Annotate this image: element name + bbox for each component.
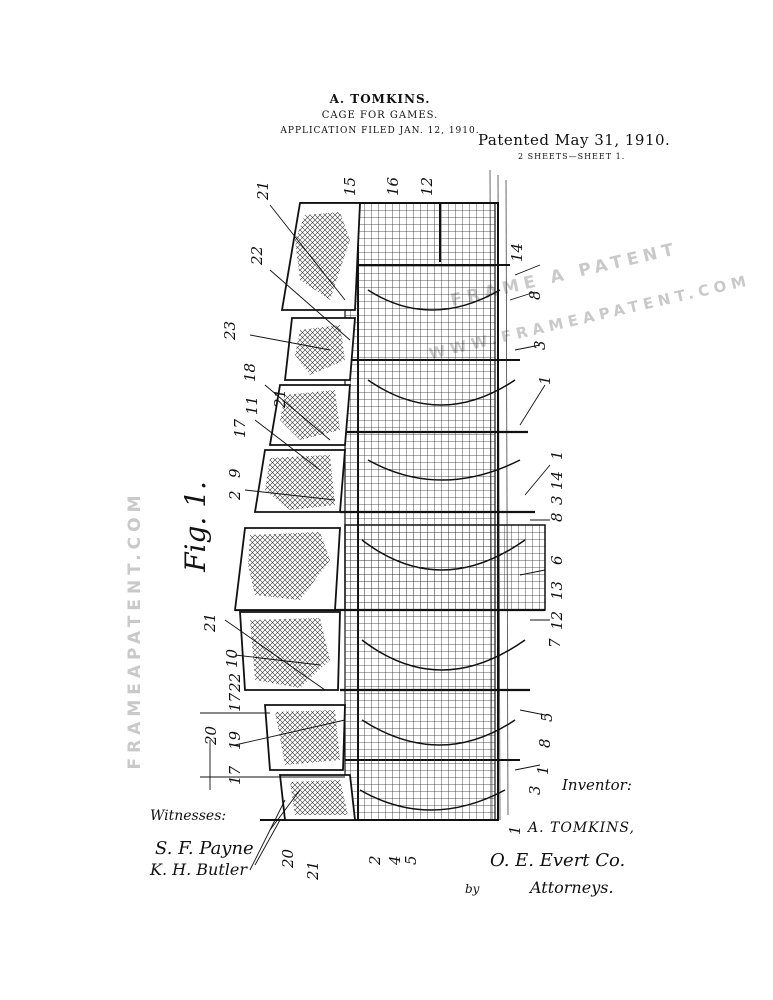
ref-numeral: 19 xyxy=(226,730,244,750)
cage-frame xyxy=(235,202,546,821)
inventor-name-heading: A. TOMKINS. xyxy=(329,92,431,106)
ref-numeral: 4 xyxy=(386,855,404,866)
ref-numeral: 12 xyxy=(548,611,566,630)
witnesses-label: Witnesses: xyxy=(150,808,227,824)
ref-numeral: 2 xyxy=(226,490,244,501)
ref-numeral: 21 xyxy=(271,389,289,409)
ref-numeral: 12 xyxy=(418,177,436,196)
figure-label: Fig. 1. xyxy=(178,481,212,572)
ref-numeral: 6 xyxy=(548,555,566,565)
left-numerals: 21 22 23 18 11 21 17 2 9 21 10 22 17 19 … xyxy=(201,181,322,881)
ref-numeral: 3 xyxy=(531,340,549,350)
attorneys-label: Attorneys. xyxy=(530,878,614,897)
ref-numeral: 15 xyxy=(341,177,359,196)
inventor-label: Inventor: xyxy=(562,776,632,794)
application-filed-date: APPLICATION FILED JAN. 12, 1910. xyxy=(280,126,480,136)
inventor-signature: A. TOMKINS, xyxy=(528,820,635,836)
ref-numeral: 18 xyxy=(241,363,259,382)
ref-numeral: 17 xyxy=(231,418,249,438)
ref-numeral: 17 xyxy=(226,765,244,785)
by-label: by xyxy=(465,882,480,896)
ref-numeral: 1 xyxy=(534,765,552,775)
leader-lines xyxy=(200,204,551,871)
ref-numeral: 21 xyxy=(201,613,219,633)
ref-numeral: 7 xyxy=(546,638,564,648)
ref-numeral: 8 xyxy=(536,738,554,748)
ref-numeral: 3 xyxy=(526,785,544,795)
ref-numeral: 14 xyxy=(508,243,526,262)
right-numerals: 14 8 3 1 1 14 3 8 6 13 12 7 5 8 1 3 xyxy=(508,243,566,795)
witness-signature-1: S. F. Payne xyxy=(155,838,254,859)
ref-numeral: 22 xyxy=(248,246,266,266)
ref-numeral: 20 xyxy=(202,725,220,746)
ref-numeral: 21 xyxy=(304,861,322,881)
ref-numeral: 1 xyxy=(548,450,566,460)
ref-numeral: 2 xyxy=(366,855,384,866)
top-numerals: 15 16 12 xyxy=(341,176,436,196)
witness-signature-2: K. H. Butler xyxy=(150,860,247,879)
ref-numeral: 1 xyxy=(506,825,524,835)
ref-numeral: 8 xyxy=(526,290,544,300)
ref-numeral: 5 xyxy=(538,712,556,722)
ref-numeral: 21 xyxy=(254,181,272,201)
ref-numeral: 11 xyxy=(243,396,261,415)
ref-numeral: 8 xyxy=(548,512,566,522)
ref-numeral: 5 xyxy=(402,855,420,865)
bottom-numerals: 1 2 4 5 xyxy=(366,825,524,866)
ref-numeral: 20 xyxy=(279,848,297,869)
ref-numeral: 10 xyxy=(223,648,241,668)
ref-numeral: 17 xyxy=(226,692,244,712)
attorneys-signature: O. E. Evert Co. xyxy=(490,850,626,871)
netting-patches xyxy=(248,212,350,815)
ref-numeral: 22 xyxy=(226,673,244,693)
ref-numeral: 14 xyxy=(548,471,566,490)
ref-numeral: 16 xyxy=(384,176,402,196)
ref-numeral: 23 xyxy=(221,321,239,341)
patented-date: Patented May 31, 1910. xyxy=(478,131,671,149)
ref-numeral: 9 xyxy=(226,468,244,478)
ref-numeral: 3 xyxy=(548,495,566,505)
ref-numeral: 13 xyxy=(548,581,566,600)
patent-title: CAGE FOR GAMES. xyxy=(321,110,439,121)
sheet-count: 2 SHEETS—SHEET 1. xyxy=(518,152,626,161)
ref-numeral: 1 xyxy=(536,375,554,385)
